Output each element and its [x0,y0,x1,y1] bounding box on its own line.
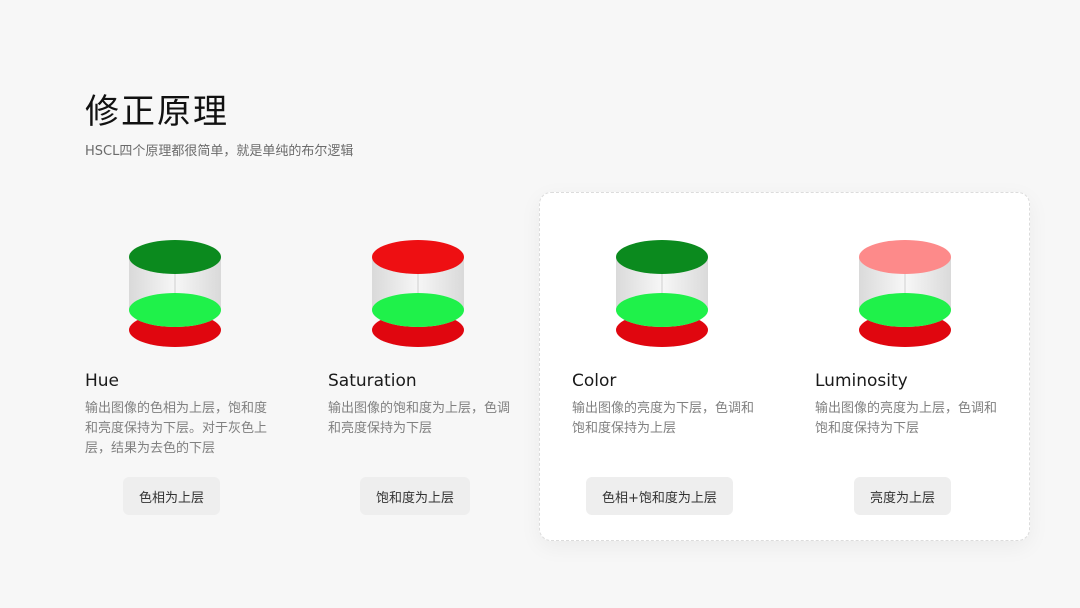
card-luminosity: Luminosity 输出图像的亮度为上层，色调和饱和度保持为下层 亮度为上层 [815,232,1035,532]
card-description: 输出图像的色相为上层，饱和度和亮度保持为下层。对于灰色上层，结果为去色的下层 [85,401,268,456]
card-description: 输出图像的亮度为下层，色调和饱和度保持为上层 [572,401,755,436]
saturation-mode-button[interactable]: 饱和度为上层 [360,477,471,515]
middle-layer [372,293,464,327]
card-title: Saturation [328,371,417,391]
color-layer-icon [616,240,708,347]
card-hue: Hue 输出图像的色相为上层，饱和度和亮度保持为下层。对于灰色上层，结果为去色的… [85,232,305,532]
luminosity-layer-icon [859,240,951,347]
card-title: Hue [85,371,120,391]
card-saturation: Saturation 输出图像的饱和度为上层，色调和亮度保持为下层 饱和度为上层 [328,232,548,532]
top-layer [129,240,221,274]
top-layer [372,240,464,274]
card-title: Luminosity [815,371,908,391]
card-description: 输出图像的饱和度为上层，色调和亮度保持为下层 [328,401,511,436]
page-title: 修正原理 [85,92,229,132]
page-subtitle: HSCL四个原理都很简单，就是单纯的布尔逻辑 [85,144,354,159]
card-description: 输出图像的亮度为上层，色调和饱和度保持为下层 [815,401,998,436]
middle-layer [129,293,221,327]
luminosity-mode-button[interactable]: 亮度为上层 [854,477,952,515]
middle-layer [859,293,951,327]
saturation-layer-icon [372,240,464,347]
middle-layer [616,293,708,327]
color-mode-button[interactable]: 色相+饱和度为上层 [586,477,733,515]
top-layer [616,240,708,274]
top-layer [859,240,951,274]
hue-layer-icon [129,240,221,347]
card-color: Color 输出图像的亮度为下层，色调和饱和度保持为上层 色相+饱和度为上层 [572,232,792,532]
card-title: Color [572,371,617,391]
hue-mode-button[interactable]: 色相为上层 [123,477,221,515]
